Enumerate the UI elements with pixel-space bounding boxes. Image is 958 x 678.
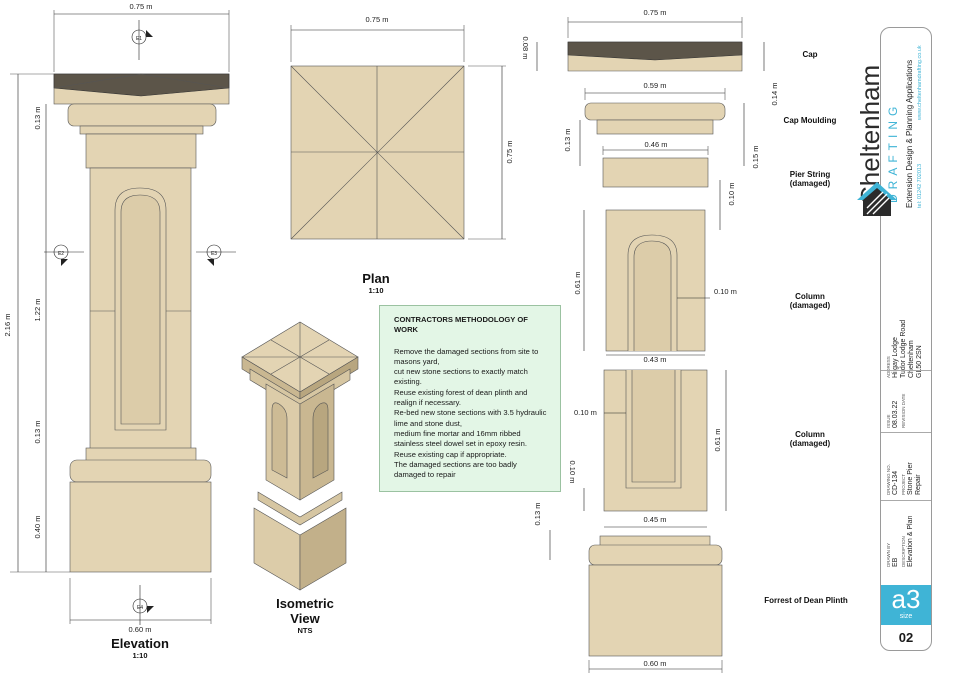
paper-size-sub: size [899, 613, 913, 620]
dim-column-lower-inset: 0.10 m [574, 408, 597, 417]
address-line-4: GL50 2SN [916, 345, 923, 378]
isometric-title-line1: Isometric [276, 596, 334, 611]
dim-string-width: 0.46 m [645, 140, 668, 149]
dim-plan-depth: 0.75 m [505, 141, 514, 164]
tb-divider-1 [881, 370, 931, 371]
notes-heading: CONTRACTORS METHODOLOGY OF WORK [394, 315, 528, 335]
plan-view: 0.75 m 0.75 m Plan 1:10 [290, 15, 514, 295]
dim-string-height: 0.10 m [727, 183, 736, 206]
section-marker-right: E3 [196, 244, 236, 266]
label-cap-moulding: Cap Moulding [784, 116, 837, 125]
dim-column-upper-inset: 0.10 m [714, 287, 737, 296]
label-column-upper: Column [795, 292, 825, 301]
drawing-no: CD-134 [892, 470, 899, 495]
dim-column-lower-width: 0.45 m [644, 515, 667, 524]
dim-elev-total-height: 2.16 m [3, 314, 12, 337]
tb-divider-2 [881, 432, 931, 433]
issue-label: ISSUE [886, 414, 891, 428]
dim-cap-moulding-height: 0.13 m [563, 129, 572, 152]
issue-date: 08.03.22 [892, 400, 899, 428]
elevation-scale: 1:10 [132, 651, 147, 660]
svg-text:E2: E2 [58, 251, 64, 257]
dim-elev-lower-moulding: 0.13 m [33, 421, 42, 444]
dim-cap-moulding-width: 0.59 m [644, 81, 667, 90]
label-plinth: Forrest of Dean Plinth [764, 596, 848, 605]
plan-scale: 1:10 [368, 286, 383, 295]
company-tagline: Extension Design & Planning Applications [905, 59, 914, 208]
address-line-3: Cheltenham [908, 340, 915, 378]
label-column-upper-damaged: (damaged) [790, 301, 831, 310]
plan-title: Plan [362, 271, 390, 286]
tb-divider-3 [881, 500, 931, 501]
dim-column-lower-height: 0.61 m [713, 429, 722, 452]
title-block [880, 27, 932, 651]
paper-size-badge: a3 size [881, 585, 931, 625]
dim-elev-plinth: 0.40 m [33, 516, 42, 539]
address-line-1: Hilgay Lodge [892, 337, 899, 378]
components-view: 0.75 m 0.08 m 0.14 m Cap 0.59 m 0.13 m 0… [521, 8, 848, 673]
dim-cap-rise: 0.08 m [521, 37, 530, 60]
label-pier-string: Pier String [790, 170, 831, 179]
section-marker-bottom: E4 [132, 585, 154, 625]
dim-cap-moulding-side: 0.15 m [751, 146, 760, 169]
description: Elevation & Plan [907, 515, 914, 567]
svg-text:E1: E1 [136, 36, 142, 42]
dim-elev-bottom-width: 0.60 m [129, 625, 152, 634]
description-label: DESCRIPTION [901, 536, 906, 567]
section-marker-left: E2 [44, 244, 84, 266]
dim-plan-width: 0.75 m [366, 15, 389, 24]
elevation-title: Elevation [111, 636, 169, 651]
contractors-notes: CONTRACTORS METHODOLOGY OF WORK Remove t… [379, 305, 561, 492]
drawing-no-label: DRAWING NO. [886, 464, 891, 495]
project-label: PROJECT [901, 473, 906, 495]
elevation-view: 0.75 m 2.16 m 0.13 m 1.22 m 0.13 m 0.40 … [3, 2, 236, 660]
dim-elev-upper-moulding: 0.13 m [33, 107, 42, 130]
dim-cap-height: 0.14 m [770, 83, 779, 106]
paper-size: a3 [891, 584, 921, 614]
drawn-by-label: DRAWN BY [886, 542, 891, 567]
dim-plinth-width: 0.60 m [644, 659, 667, 668]
revision-label: REVISION DATE [901, 393, 906, 428]
dim-column-lower-bottom: 0.10 m [568, 461, 577, 484]
dim-elev-top-width: 0.75 m [130, 2, 153, 11]
dim-column-upper-height: 0.61 m [573, 272, 582, 295]
isometric-title-line2: View [290, 611, 320, 626]
isometric-view: Isometric View NTS [241, 321, 359, 635]
notes-body: Remove the damaged sections from site to… [394, 346, 547, 480]
dim-elev-shaft: 1.22 m [33, 299, 42, 322]
address-label: ADDRESS [886, 356, 891, 378]
project-line-1: Stone Pier [907, 462, 914, 495]
sheet-number: 02 [898, 630, 914, 645]
isometric-scale: NTS [298, 626, 313, 635]
project-line-2: Repair [915, 474, 922, 495]
svg-text:E3: E3 [211, 251, 217, 257]
label-pier-string-damaged: (damaged) [790, 179, 831, 188]
drawn-by: EB [892, 557, 899, 567]
company-website: www.cheltenhamdrafting.co.uk [917, 45, 923, 120]
dim-cap-width: 0.75 m [644, 8, 667, 17]
svg-text:E4: E4 [137, 605, 143, 611]
company-logo-icon [857, 182, 897, 216]
section-marker-top: E1 [131, 20, 153, 60]
elevation-plinth [69, 481, 212, 573]
company-phone: tel: 01242 702013 [917, 163, 923, 208]
label-column-lower-damaged: (damaged) [790, 439, 831, 448]
dim-plinth-moulding: 0.13 m [533, 503, 542, 526]
label-column-lower: Column [795, 430, 825, 439]
label-cap: Cap [802, 50, 817, 59]
dim-column-upper-width: 0.43 m [644, 355, 667, 364]
